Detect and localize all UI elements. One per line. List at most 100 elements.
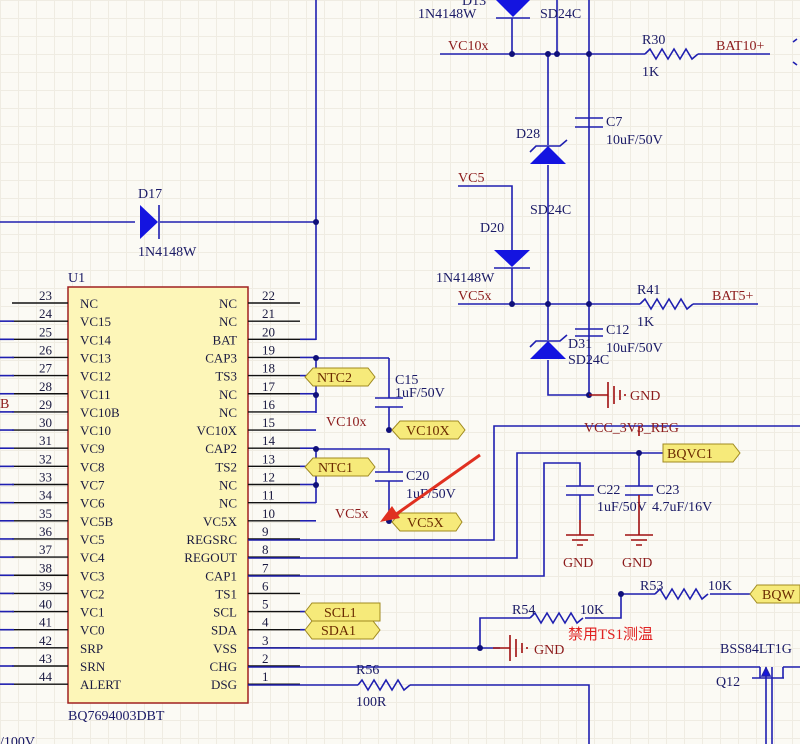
- pin-number-44: 44: [39, 669, 53, 684]
- pin-name-40: VC1: [80, 605, 105, 620]
- pin-number-5: 5: [262, 597, 269, 612]
- pin-name-33: VC7: [80, 478, 105, 493]
- red-arrow-icon: [380, 453, 481, 522]
- pin-number-11: 11: [262, 488, 275, 503]
- pin-name-37: VC4: [80, 550, 105, 565]
- r30-value: 1K: [642, 65, 659, 80]
- pin-name-26: VC13: [80, 350, 111, 365]
- c23-value: 4.7uF/16V: [652, 500, 712, 515]
- pin-name-34: VC6: [80, 496, 105, 511]
- r56-value: 100R: [356, 695, 387, 710]
- q12-value: BSS84LT1G: [720, 642, 792, 657]
- u1-body[interactable]: [67, 286, 249, 704]
- pin-number-34: 34: [39, 488, 53, 503]
- pin-number-12: 12: [262, 470, 275, 485]
- port-sda1[interactable]: SDA1: [304, 620, 381, 640]
- pin-name-44: ALERT: [80, 677, 121, 692]
- port-vc10x[interactable]: VC10X: [391, 420, 466, 440]
- pin-name-1: DSG: [211, 677, 237, 692]
- pin-name-36: VC5: [80, 532, 105, 547]
- pin-name-29: VC10B: [80, 405, 120, 420]
- pin-name-7: CAP1: [205, 568, 237, 583]
- pin-name-12: NC: [219, 478, 237, 493]
- pin-number-14: 14: [262, 433, 276, 448]
- pin-name-11: NC: [219, 496, 237, 511]
- d17-value: 1N4148W: [138, 245, 197, 260]
- pin-number-31: 31: [39, 433, 52, 448]
- pin-number-43: 43: [39, 651, 52, 666]
- pin-name-15: VC10X: [197, 423, 238, 438]
- r53-ref: R53: [640, 579, 663, 594]
- port-ntc2[interactable]: NTC2: [304, 367, 376, 387]
- pin-name-32: VC8: [80, 459, 105, 474]
- pin-name-16: NC: [219, 405, 237, 420]
- pin-number-6: 6: [262, 578, 269, 593]
- pin-name-21: NC: [219, 314, 237, 329]
- c22-value: 1uF/50V: [597, 500, 647, 515]
- left-value-partial: /100V: [0, 735, 35, 744]
- d28-value: SD24C: [530, 203, 571, 218]
- c12-ref: C12: [606, 323, 629, 338]
- port-bqw[interactable]: BQW: [749, 584, 800, 604]
- svg-text:NTC2: NTC2: [317, 371, 352, 386]
- pin-number-23: 23: [39, 288, 52, 303]
- r41-ref: R41: [637, 283, 660, 298]
- pin-number-37: 37: [39, 542, 53, 557]
- r30-ref: R30: [642, 33, 665, 48]
- c15-value: 1uF/50V: [395, 386, 445, 401]
- c23-ref: C23: [656, 483, 679, 498]
- d17-ref: D17: [138, 187, 162, 202]
- pin-number-10: 10: [262, 506, 275, 521]
- pin-name-18: TS3: [215, 369, 237, 384]
- pin-number-40: 40: [39, 597, 52, 612]
- svg-text:BQVC1: BQVC1: [667, 447, 713, 462]
- port-ntc1[interactable]: NTC1: [304, 457, 376, 477]
- port-bqvc1[interactable]: BQVC1: [662, 443, 741, 463]
- gnd-label-1: GND: [630, 389, 660, 404]
- pin-name-8: REGOUT: [184, 550, 237, 565]
- d20-value: 1N4148W: [436, 271, 495, 286]
- pin-number-17: 17: [262, 379, 276, 394]
- d31-value: SD24C: [568, 353, 609, 368]
- svg-text:VC5X: VC5X: [407, 516, 444, 531]
- d17-diode-icon: [140, 205, 160, 239]
- port-scl1[interactable]: SCL1: [304, 602, 381, 622]
- d31-tvs-icon: [529, 334, 568, 359]
- pin-number-39: 39: [39, 578, 52, 593]
- pin-name-25: VC14: [80, 332, 112, 347]
- pin-name-9: REGSRC: [186, 532, 237, 547]
- net-bat10: BAT10+: [716, 39, 764, 54]
- pin-number-36: 36: [39, 524, 53, 539]
- u1-part: BQ7694003DBT: [68, 709, 165, 724]
- pin-number-1: 1: [262, 669, 269, 684]
- r54-value: 10K: [580, 603, 604, 618]
- pin-number-42: 42: [39, 633, 52, 648]
- gnd-label-3: GND: [622, 556, 652, 571]
- d20-ref: D20: [480, 221, 504, 236]
- port-vc5x[interactable]: VC5X: [391, 512, 463, 532]
- pin-number-13: 13: [262, 451, 275, 466]
- pin-name-42: SRP: [80, 641, 103, 656]
- pin-name-19: CAP3: [205, 350, 237, 365]
- pin-number-18: 18: [262, 361, 275, 376]
- u1-pins: 23NC24VC1525VC1426VC1327VC1228VC1129VC10…: [0, 288, 316, 692]
- net-bat5: BAT5+: [712, 289, 753, 304]
- pin-number-19: 19: [262, 342, 275, 357]
- c7-ref: C7: [606, 115, 622, 130]
- capacitor-icons: [375, 117, 653, 496]
- ts1-note: 禁用TS1测温: [568, 626, 653, 643]
- c12-value: 10uF/50V: [606, 341, 663, 356]
- pin-name-39: VC2: [80, 586, 105, 601]
- pin-number-15: 15: [262, 415, 275, 430]
- pin-number-3: 3: [262, 633, 269, 648]
- pin-number-16: 16: [262, 397, 276, 412]
- r54-resistor-icon: [529, 611, 584, 625]
- svg-text:SCL1: SCL1: [324, 606, 357, 621]
- pin-number-38: 38: [39, 560, 52, 575]
- r56-ref: R56: [356, 663, 379, 678]
- net-vc5x-top: VC5x: [458, 289, 491, 304]
- net-vc10x: VC10x: [326, 415, 366, 430]
- d31-ref: D31: [568, 337, 592, 352]
- net-vcc3v3: VCC_3V3_REG: [584, 421, 679, 436]
